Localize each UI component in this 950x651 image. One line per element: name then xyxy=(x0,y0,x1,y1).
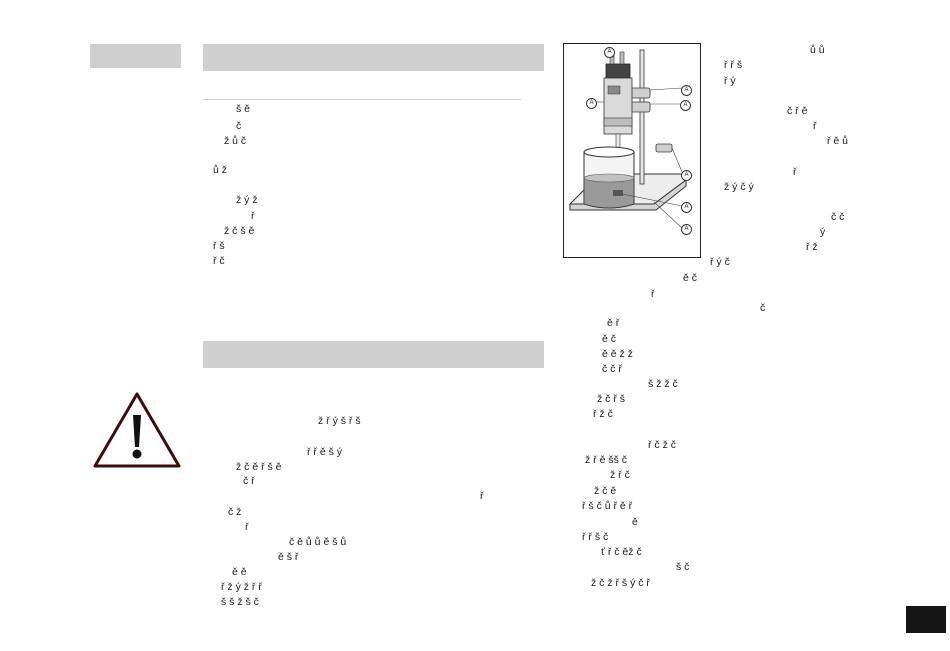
callout-marker: A xyxy=(681,170,692,181)
callout-marker: A xyxy=(680,100,691,111)
text-line: ř ě ů xyxy=(827,135,849,147)
text-line: č xyxy=(236,120,242,132)
warning-text-line: ž ř ý š ř š xyxy=(318,415,361,427)
callout-marker: A xyxy=(681,202,692,213)
warning-text-line: š š ž š č xyxy=(221,596,259,608)
warning-text-line: ž č ě ř š ě xyxy=(236,461,282,473)
text-line: ě ě ž ž xyxy=(602,348,633,360)
warning-text-line: ř ž ý ž ř ř xyxy=(221,581,262,593)
text-line: ť ř č ěž č xyxy=(601,546,642,558)
section-header-bar-1 xyxy=(203,44,544,71)
text-line: ř ž č xyxy=(593,408,613,420)
text-line: ž č š ě xyxy=(224,225,255,237)
warning-text-line: č ř xyxy=(243,475,255,487)
callout-marker: A xyxy=(586,98,597,109)
text-line: ř ř š č xyxy=(582,531,609,543)
text-line: ž č ř š xyxy=(597,393,625,405)
text-line: ů ž xyxy=(213,164,228,176)
text-line: ř ý č xyxy=(710,256,730,268)
text-line: č č xyxy=(831,211,845,223)
text-line: ž č ž ř š ý č ř xyxy=(591,577,650,589)
text-line: ř č ž č xyxy=(648,439,676,451)
text-line: ř š xyxy=(213,240,225,252)
text-line: ž ů č xyxy=(224,135,247,147)
divider xyxy=(203,99,521,100)
apparatus-figure: A A A A A A A xyxy=(563,43,701,258)
text-line: š ě xyxy=(236,103,251,115)
text-line: ž ý ž xyxy=(236,194,258,206)
callout-marker: A xyxy=(681,224,692,235)
text-line: ř ř š xyxy=(724,59,743,71)
text-line: č xyxy=(760,302,766,314)
callout-marker: A xyxy=(604,47,615,58)
text-line: ě č xyxy=(602,333,617,345)
text-line: ř xyxy=(793,166,797,178)
text-line: ř ý xyxy=(724,75,736,87)
apparatus-illustration xyxy=(568,49,687,229)
text-line: ř š č ů ř ě ř xyxy=(582,500,633,512)
text-line: ě xyxy=(632,516,638,528)
warning-text-line: ě š ř xyxy=(278,551,299,563)
side-tab xyxy=(90,44,181,68)
warning-text-line: ř xyxy=(480,490,484,502)
warning-text-line: ě ě xyxy=(232,566,247,578)
text-line: ě č xyxy=(683,272,698,284)
section-header-bar-2 xyxy=(203,341,544,368)
text-line: ř xyxy=(651,288,655,300)
text-line: ž ý č ý xyxy=(724,181,754,193)
text-line: ž ř č xyxy=(610,469,630,481)
text-line: ř xyxy=(813,120,817,132)
callout-marker: A xyxy=(681,85,692,96)
warning-triangle-icon xyxy=(93,392,181,468)
warning-text-line: ř ř ě š ý xyxy=(307,446,343,458)
text-line: č ř ě xyxy=(787,105,808,117)
text-line: č č ř xyxy=(602,363,622,375)
text-line: ř ž xyxy=(806,241,818,253)
text-line: ř č xyxy=(213,255,225,267)
warning-text-line: ř xyxy=(245,521,249,533)
text-line: ž ř ě šš č xyxy=(585,454,628,466)
warning-text-line: č ž xyxy=(228,506,242,518)
text-line: ý xyxy=(820,226,826,238)
text-line: š ž ž č xyxy=(648,378,678,390)
text-line: š č xyxy=(676,561,690,573)
text-line: ř xyxy=(251,210,255,222)
page-number-box xyxy=(906,606,946,633)
text-line: ž č ě xyxy=(594,485,617,497)
text-line: ů ů xyxy=(810,44,825,56)
warning-text-line: č ě ů ů ě š ů xyxy=(289,536,347,548)
text-line: ě ř xyxy=(607,317,620,329)
